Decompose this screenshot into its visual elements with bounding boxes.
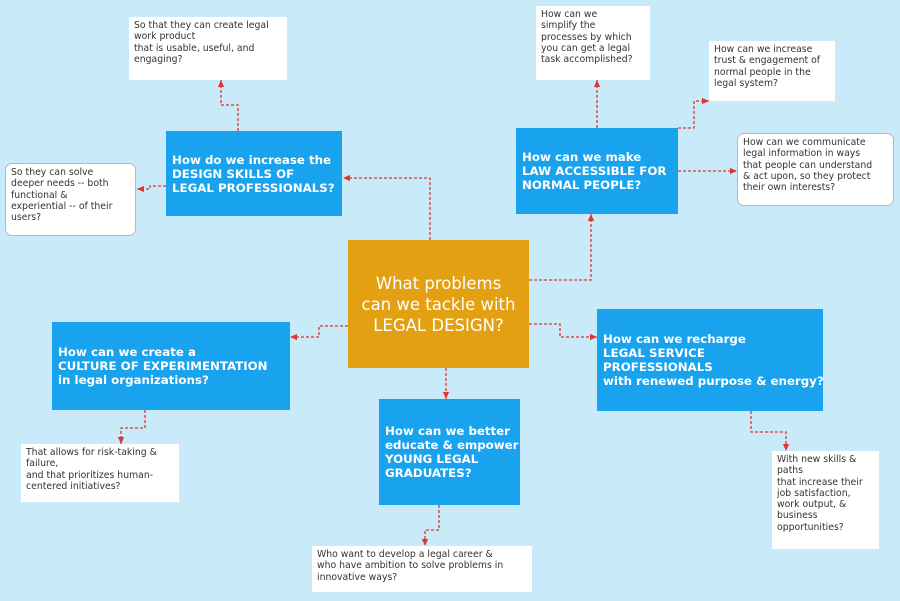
note-line: So that they can create legal [134,20,269,31]
note-line: functional & [11,189,68,201]
note-line: legal information in ways [743,148,861,160]
note-increase-trust: How can we increase trust & engagement o… [709,41,835,101]
center-line: What problems [375,273,502,293]
question-line: LEGAL PROFESSIONALS? [172,180,335,195]
note-line: and that prioritizes human- [26,469,154,481]
connector-design-deeper [137,185,166,193]
question-line: NORMAL PEOPLE? [522,178,642,192]
question-line: How can we recharge [603,332,746,346]
connector-center-culture [290,325,348,341]
note-line: centered initiatives? [26,480,121,492]
note-line: How can we communicate [743,137,866,148]
question-culture-experimentation: How can we create a CULTURE OF EXPERIMEN… [52,322,290,410]
note-deeper-needs: So they can solve deeper needs -- both f… [5,163,136,236]
note-line: normal people in the [714,66,811,78]
connector-center-design [343,174,431,240]
question-line: LEGAL SERVICE [603,346,705,360]
connector-design-workproduct [217,80,239,131]
question-line: How can we better [385,424,510,438]
connector-culture-risk [117,410,146,444]
question-line: LAW ACCESSIBLE FOR [522,164,667,178]
question-line: How can we make [522,150,642,164]
note-line: Who want to develop a legal career & [317,549,493,560]
note-line: experiential -- of their [11,200,113,212]
question-line: YOUNG LEGAL [385,452,479,466]
note-simplify-processes: How can we simplify the processes by whi… [536,6,650,80]
note-new-skills: With new skills & paths that increase th… [772,451,879,549]
question-line: DESIGN SKILLS OF [172,166,295,181]
note-line: engaging? [134,53,183,65]
question-line: with renewed purpose & energy? [603,374,824,388]
note-line: opportunities? [777,521,844,533]
note-communicate-legal-info: How can we communicate legal information… [737,133,894,206]
note-line: How can we [541,9,598,20]
connector-law-trust [678,97,709,129]
note-line: their own interests? [743,182,836,194]
note-legal-career: Who want to develop a legal career & who… [312,546,532,592]
note-line: work output, & [777,499,847,511]
question-line: How can we create a [58,345,196,359]
note-line: work product [134,31,196,43]
question-line: CULTURE OF EXPERIMENTATION [58,359,268,373]
question-line: GRADUATES? [385,466,472,480]
note-line: you can get a legal [541,42,631,54]
note-line: who have ambition to solve problems in [317,560,504,572]
note-line: users? [11,212,42,224]
note-work-product: So that they can create legal work produ… [129,17,287,80]
center-line: can we tackle with [361,294,516,314]
note-line: That allows for risk-taking & [26,447,157,458]
note-line: With new skills & [777,454,857,465]
note-line: that is usable, useful, and [134,42,255,54]
center-question-box: What problems can we tackle with LEGAL D… [348,240,529,368]
note-line: & act upon, so they protect [743,170,871,182]
note-line: job satisfaction, [777,487,851,499]
question-line: How do we increase the [172,152,332,167]
note-risk-taking: That allows for risk-taking & failure, a… [21,444,179,502]
note-line: So they can solve [11,167,94,178]
note-line: deeper needs -- both [11,178,109,190]
note-line: that people can understand [743,159,873,171]
question-recharge-professionals: How can we recharge LEGAL SERVICE PROFES… [597,309,824,411]
note-line: that increase their [777,476,863,488]
note-line: processes by which [541,31,632,43]
connector-center-law [529,214,595,281]
center-line: LEGAL DESIGN? [373,315,504,335]
note-line: simplify the [541,20,596,32]
question-young-graduates: How can we better educate & empower YOUN… [379,399,520,505]
connector-center-recharge [529,323,597,341]
note-line: paths [777,465,803,477]
question-line: educate & empower [385,438,519,452]
connector-graduates-career [421,505,440,546]
note-line: innovative ways? [317,571,398,583]
note-line: trust & engagement of [714,55,821,67]
note-line: task accomplished? [541,54,633,66]
note-line: failure, [26,458,59,470]
question-design-skills: How do we increase the DESIGN SKILLS OF … [166,131,342,216]
question-law-accessible: How can we make LAW ACCESSIBLE FOR NORMA… [516,128,678,214]
note-line: business [777,510,818,522]
question-line: in legal organizations? [58,373,209,387]
note-line: How can we increase [714,44,813,55]
note-line: legal system? [714,77,778,89]
connector-recharge-newskills [750,411,790,451]
question-line: PROFESSIONALS [603,360,713,374]
